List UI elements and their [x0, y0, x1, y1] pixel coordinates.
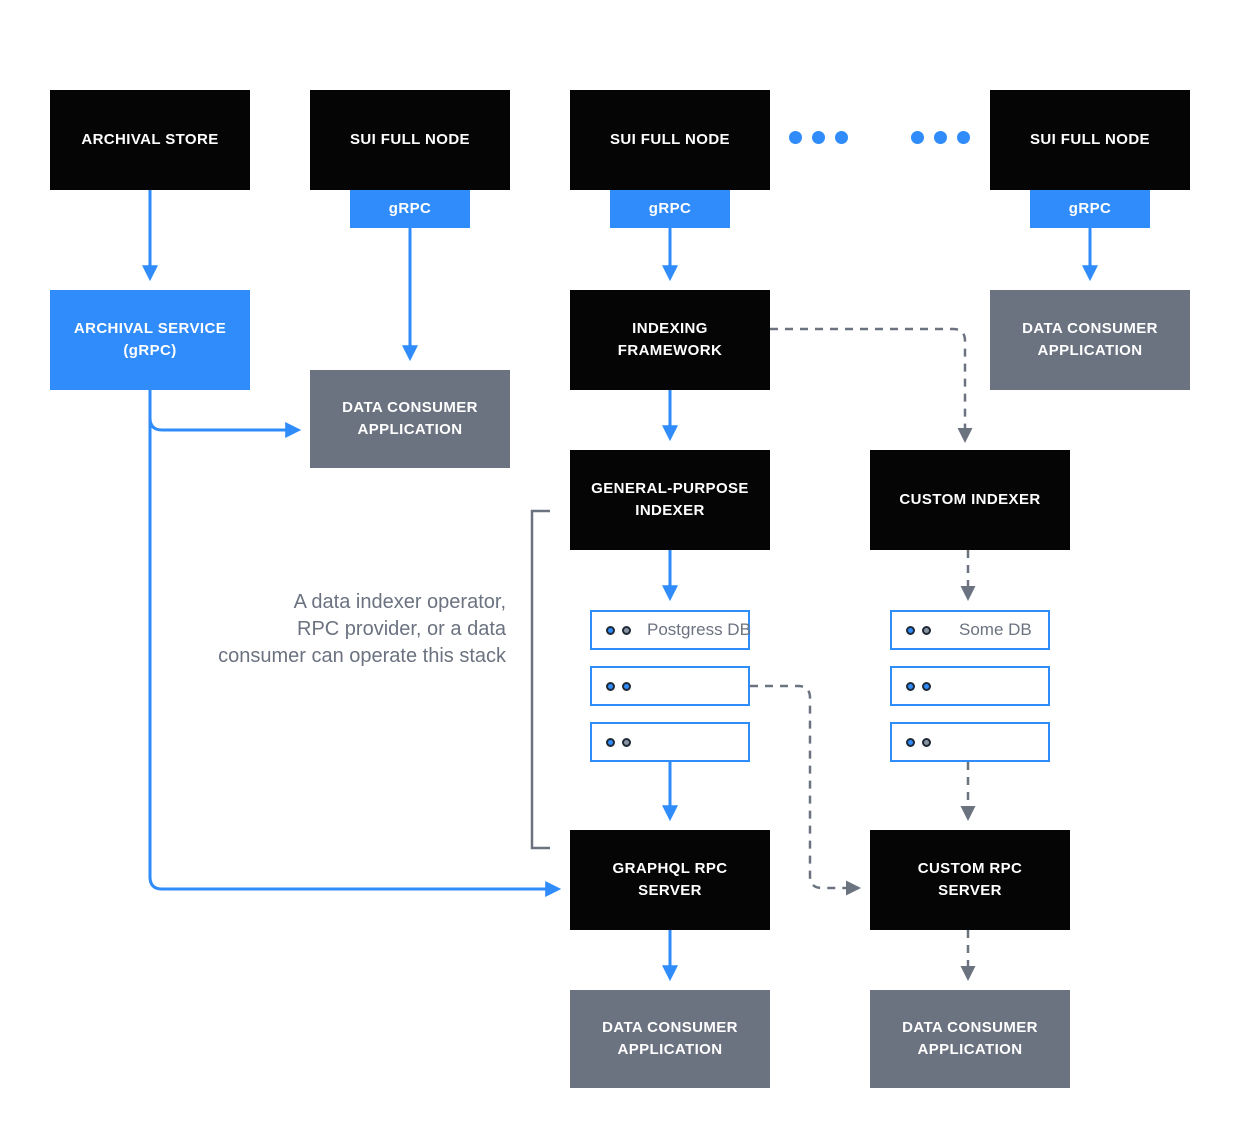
node-label: GENERAL-PURPOSE INDEXER [591, 480, 749, 519]
node-label: gRPC [648, 200, 692, 218]
node-sui-full-node-1: SUI FULL NODE [310, 90, 510, 190]
node-label: SUI FULL NODE [350, 131, 470, 149]
node-grpc-3: gRPC [1030, 190, 1150, 228]
gray-status-dot [622, 737, 631, 747]
blue-status-dot [622, 681, 631, 691]
node-data-consumer-bottom-left: DATA CONSUMER APPLICATION [570, 990, 770, 1088]
node-sui-full-node-3: SUI FULL NODE [990, 90, 1190, 190]
db-row-postgress: Postgress DB [590, 610, 751, 650]
node-label: gRPC [388, 200, 432, 218]
db-status-dots [606, 737, 631, 747]
node-label: DATA CONSUMER APPLICATION [342, 399, 478, 438]
node-grpc-1: gRPC [350, 190, 470, 228]
annotation-line: A data indexer operator, [293, 591, 506, 613]
blue-status-dot [606, 681, 615, 691]
ellipsis-dot [934, 131, 947, 144]
node-label: CUSTOM RPC SERVER [917, 860, 1023, 899]
ellipsis-dot [789, 131, 802, 144]
blue-status-dot [906, 737, 915, 747]
node-custom-indexer: CUSTOM INDEXER [870, 450, 1070, 550]
db-row-some-db: Some DB [890, 610, 1050, 650]
node-archival-service: ARCHIVAL SERVICE (gRPC) [50, 290, 250, 390]
annotation-line: consumer can operate this stack [218, 645, 506, 667]
blue-status-dot [606, 625, 615, 635]
node-label: DATA CONSUMER APPLICATION [602, 1019, 738, 1058]
node-graphql-rpc-server: GRAPHQL RPC SERVER [570, 830, 770, 930]
db-status-dots [906, 625, 931, 635]
blue-status-dot [922, 681, 931, 691]
db-row [590, 666, 750, 706]
blue-status-dot [606, 737, 615, 747]
db-row [890, 722, 1050, 762]
gray-status-dot [922, 737, 931, 747]
db-status-dots [606, 625, 631, 635]
node-custom-rpc-server: CUSTOM RPC SERVER [870, 830, 1070, 930]
ellipsis-dot [812, 131, 825, 144]
node-label: gRPC [1068, 200, 1112, 218]
node-label: ARCHIVAL SERVICE (gRPC) [73, 320, 227, 359]
node-archival-store: ARCHIVAL STORE [50, 90, 250, 190]
ellipsis-dot [957, 131, 970, 144]
node-label: SUI FULL NODE [610, 131, 730, 149]
node-label: CUSTOM INDEXER [899, 491, 1041, 509]
db-row [890, 666, 1050, 706]
gray-status-dot [922, 625, 931, 635]
db-status-dots [906, 737, 931, 747]
ellipsis-dot [835, 131, 848, 144]
node-label: DATA CONSUMER APPLICATION [1022, 320, 1158, 359]
node-indexing-framework: INDEXING FRAMEWORK [570, 290, 770, 390]
gray-status-dot [622, 625, 631, 635]
blue-status-dot [906, 681, 915, 691]
blue-status-dot [906, 625, 915, 635]
node-general-purpose-indexer: GENERAL-PURPOSE INDEXER [570, 450, 770, 550]
db-status-dots [606, 681, 631, 691]
db-label: Some DB [959, 620, 1032, 639]
node-label: DATA CONSUMER APPLICATION [902, 1019, 1038, 1058]
node-label: GRAPHQL RPC SERVER [612, 860, 728, 899]
arrow-archival-service-to-data-consumer-left [148, 390, 302, 438]
node-data-consumer-left: DATA CONSUMER APPLICATION [310, 370, 510, 468]
node-label: ARCHIVAL STORE [81, 131, 219, 149]
node-label: SUI FULL NODE [1030, 131, 1150, 149]
db-row [590, 722, 750, 762]
node-label: INDEXING FRAMEWORK [617, 320, 723, 359]
stack-annotation: A data indexer operator, RPC provider, o… [100, 589, 506, 670]
ellipsis-dot [911, 131, 924, 144]
db-status-dots [906, 681, 931, 691]
stack-bracket [530, 509, 550, 850]
annotation-line: RPC provider, or a data [297, 618, 506, 640]
node-sui-full-node-2: SUI FULL NODE [570, 90, 770, 190]
node-grpc-2: gRPC [610, 190, 730, 228]
db-label: Postgress DB [647, 620, 751, 639]
dashed-arrow-indexing-framework-to-custom-indexer [770, 327, 973, 443]
node-data-consumer-bottom-right: DATA CONSUMER APPLICATION [870, 990, 1070, 1088]
node-data-consumer-top-right: DATA CONSUMER APPLICATION [990, 290, 1190, 390]
